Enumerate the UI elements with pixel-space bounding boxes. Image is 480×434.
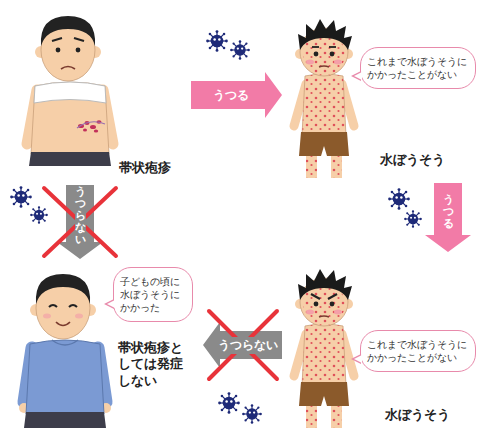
ellipse-shape — [83, 129, 87, 132]
circle-shape — [76, 48, 81, 53]
path-shape — [41, 16, 95, 46]
line-shape — [329, 46, 336, 48]
ellipse-shape — [90, 125, 96, 129]
bubble-text: 子どもの頃に水ぼうそうにかかった — [120, 275, 186, 314]
path-shape — [31, 82, 109, 154]
use-shape — [388, 188, 410, 210]
figure-label: 帯状疱疹 — [119, 160, 185, 176]
boy-with-chickenpox — [294, 19, 354, 178]
ellipse-shape — [43, 314, 51, 319]
use-shape — [10, 186, 32, 208]
line-shape — [312, 46, 319, 48]
path-shape — [77, 122, 105, 128]
block-arrow — [57, 185, 103, 259]
figure-label: 水ぼうそう — [385, 407, 465, 423]
block-arrow — [191, 72, 282, 118]
ellipse-shape — [75, 314, 83, 319]
block-arrow — [203, 322, 282, 368]
path-shape — [69, 305, 77, 307]
bubble-text: これまで水ぼうそうにかかったことがない — [367, 338, 469, 364]
man-with-shingles — [27, 16, 113, 166]
use-shape — [206, 30, 228, 52]
use-shape — [30, 206, 48, 224]
use-shape — [294, 269, 354, 428]
path-shape — [36, 274, 90, 304]
person-figure-box: 帯状疱疹 — [15, 2, 188, 182]
path-shape — [49, 305, 57, 307]
bubble-text: これまで水ぼうそうにかかったことがない — [367, 55, 469, 81]
person-figure-box: 帯状疱疹としては発症しない 子どもの頃に水ぼうそうにかかった — [15, 262, 200, 432]
path-shape — [61, 67, 75, 70]
edge-label: うつる — [213, 87, 249, 104]
ellipse-shape — [94, 129, 98, 132]
angry-boy-with-chickenpox — [294, 269, 354, 428]
use-shape — [242, 404, 262, 424]
path-shape — [29, 152, 111, 166]
circle-shape — [56, 48, 61, 53]
path-shape — [52, 340, 78, 345]
path-shape — [56, 322, 70, 326]
figure-label: 帯状疱疹としては発症しない — [118, 340, 186, 389]
path-shape — [26, 340, 104, 414]
edge-label: うつらない — [218, 337, 278, 354]
line-shape — [311, 294, 320, 299]
person-figure-box: 水ぼうそう これまで水ぼうそうにかかったことがない — [285, 2, 477, 180]
block-arrow — [425, 183, 471, 252]
edge-label: うつらない — [75, 186, 86, 246]
use-shape — [230, 40, 250, 60]
line-shape — [328, 294, 337, 299]
use-shape — [218, 392, 240, 414]
man-in-sweater — [19, 274, 111, 428]
path-shape — [24, 412, 106, 428]
line-shape — [52, 38, 62, 41]
line-shape — [74, 38, 84, 41]
path-shape — [34, 82, 106, 103]
speech-bubble: これまで水ぼうそうにかかったことがない — [360, 330, 476, 372]
use-shape — [294, 19, 354, 178]
speech-bubble: これまで水ぼうそうにかかったことがない — [360, 47, 476, 89]
use-shape — [404, 210, 422, 228]
edge-label: うつる — [443, 194, 454, 230]
person-figure-box: 水ぼうそう これまで水ぼうそうにかかったことがない — [285, 255, 477, 432]
speech-bubble: 子どもの頃に水ぼうそうにかかった — [113, 267, 193, 322]
figure-label: 水ぼうそう — [380, 152, 460, 168]
